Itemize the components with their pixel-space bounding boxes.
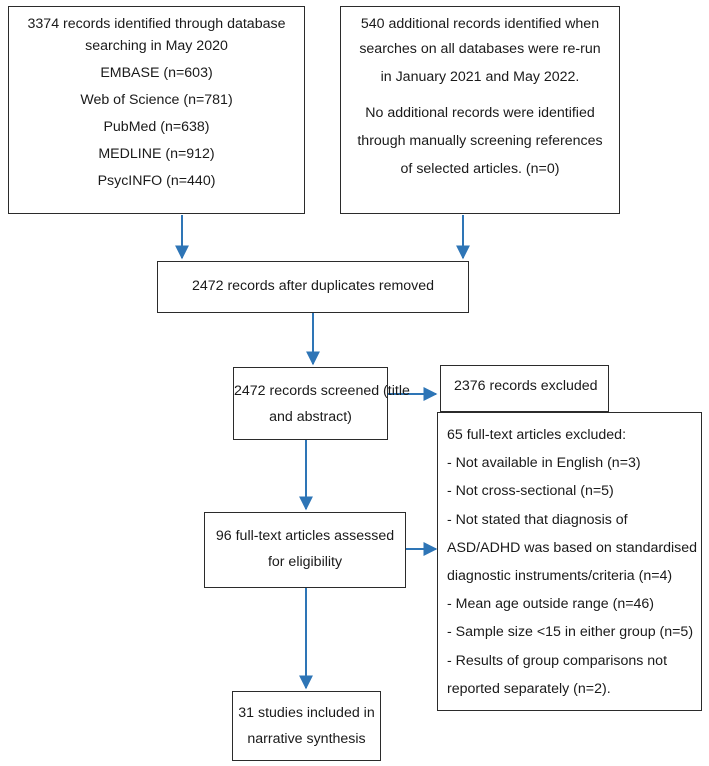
screened-line: 2472 records screened (title [234,383,410,399]
psycinfo-count: PsycINFO (n=440) [97,173,216,189]
fulltext-excluded-heading: 65 full-text articles excluded: [447,427,627,443]
identified-records-box: 3374 records identified through database… [8,6,305,214]
duplicates-removed-box: 2472 records after duplicates removed [157,261,469,313]
exclusion-reason: diagnostic instruments/criteria (n=4) [447,568,673,585]
pubmed-count: PubMed (n=638) [103,119,210,135]
manual-screening-line: No additional records were identified [365,105,595,121]
exclusion-reason: - Mean age outside range (n=46) [447,596,655,613]
manual-screening-line: of selected articles. (n=0) [400,161,560,177]
manual-screening-line: through manually screening references [357,133,603,149]
exclusion-reason: - Not stated that diagnosis of [447,511,628,528]
fulltext-line: for eligibility [267,554,343,570]
web-of-science-count: Web of Science (n=781) [80,92,233,108]
records-screened-box: 2472 records screened (title and abstrac… [233,367,410,440]
studies-included-box: 31 studies included in narrative synthes… [232,691,381,761]
included-line: 31 studies included in [238,705,375,721]
additional-line: 540 additional records identified when [360,16,600,32]
embase-count: EMBASE (n=603) [100,65,213,81]
screened-line: and abstract) [269,409,352,425]
records-excluded-text: 2376 records excluded [454,378,598,394]
fulltext-excluded-box: 65 full-text articles excluded: - Not av… [437,412,702,711]
medline-count: MEDLINE (n=912) [98,146,215,162]
identified-line: searching in May 2020 [85,38,228,54]
included-line: narrative synthesis [247,731,366,747]
additional-line: in January 2021 and May 2022. [380,69,580,85]
duplicates-removed-text: 2472 records after duplicates removed [191,278,435,294]
identified-line: 3374 records identified through database [27,16,286,32]
exclusion-reason: - Not available in English (n=3) [447,455,641,472]
exclusion-reason: ASD/ADHD was based on standardised [447,539,697,556]
additional-line: searches on all databases were re-run [359,41,601,57]
exclusion-reason: - Sample size <15 in either group (n=5) [447,624,694,641]
exclusion-reason: - Results of group comparisons not [447,652,668,669]
records-excluded-box: 2376 records excluded [440,365,609,412]
exclusion-reason: reported separately (n=2). [447,680,611,697]
additional-records-box: 540 additional records identified when s… [340,6,620,214]
exclusion-reason: - Not cross-sectional (n=5) [447,483,614,500]
fulltext-line: 96 full-text articles assessed [215,528,395,544]
fulltext-assessed-box: 96 full-text articles assessed for eligi… [204,512,406,588]
